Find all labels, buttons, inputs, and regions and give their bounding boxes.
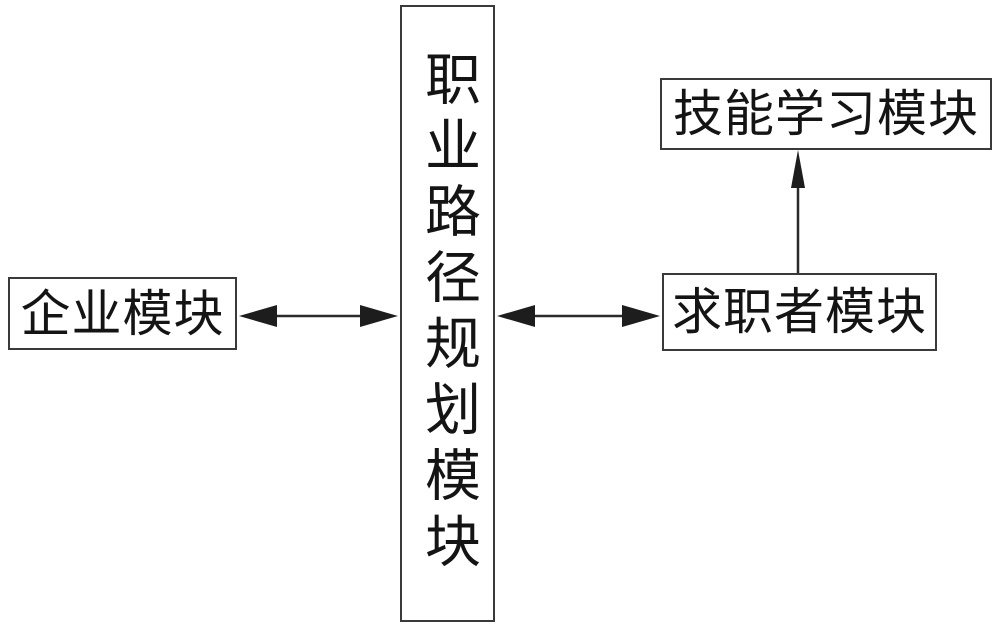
node-skill-learning-module: 技能学习模块 — [660, 78, 992, 150]
node-enterprise-module: 企业模块 — [8, 277, 237, 350]
node-job-seeker-module: 求职者模块 — [662, 273, 937, 351]
bidirectional-arrow-careerpath-jobseeker — [497, 305, 660, 327]
node-career-path-planning-module: 职业路径规划模块 — [400, 5, 495, 622]
bidirectional-arrow-enterprise-careerpath — [239, 305, 398, 327]
up-arrow-jobseeker-skilllearning — [791, 150, 805, 273]
node-career-path-planning-label: 职业路径规划模块 — [416, 49, 479, 578]
node-job-seeker-label: 求职者模块 — [672, 284, 927, 340]
node-skill-learning-label: 技能学习模块 — [673, 86, 979, 142]
node-enterprise-label: 企业模块 — [20, 285, 225, 342]
